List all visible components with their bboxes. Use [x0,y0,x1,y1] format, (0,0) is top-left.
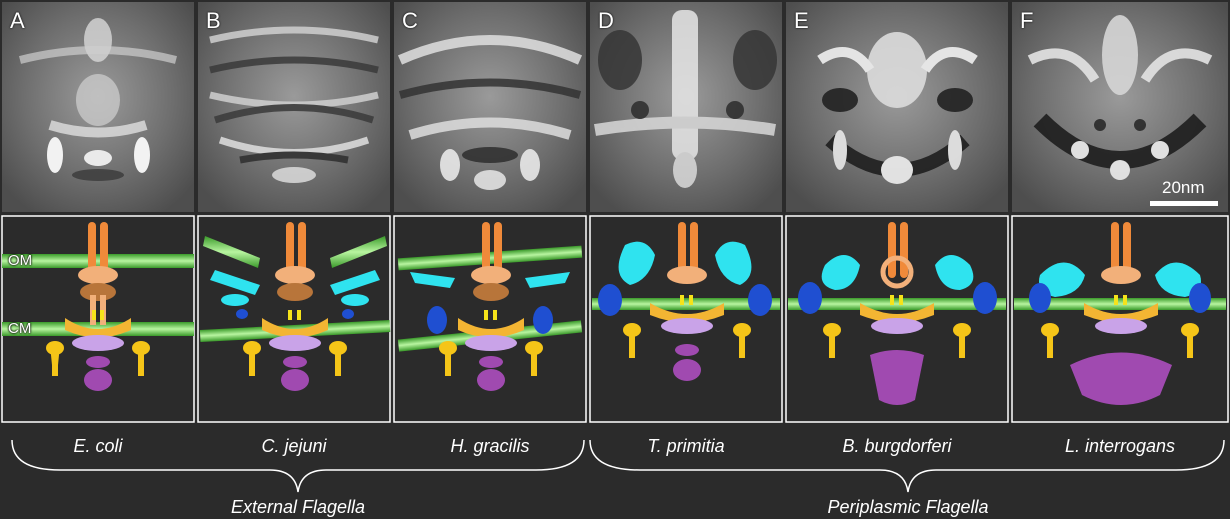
species-label-d: T. primitia [606,436,766,457]
panel-label-f: F [1020,8,1033,34]
panel-label-b: B [206,8,221,34]
schematic-row [2,216,1228,422]
species-label-a: E. coli [18,436,178,457]
scale-bar-label: 20nm [1162,178,1205,198]
cytoplasmic-membrane-label: CM [8,320,31,337]
schematic-panel-a [2,216,194,422]
species-label-e: B. burgdorferi [817,436,977,457]
em-row [2,2,1228,212]
panel-label-c: C [402,8,418,34]
panel-label-a: A [10,8,25,34]
species-label-f: L. interrogans [1040,436,1200,457]
periplasmic-flagella-label: Periplasmic Flagella [788,497,1028,518]
panel-label-e: E [794,8,809,34]
external-flagella-label: External Flagella [178,497,418,518]
species-label-b: C. jejuni [214,436,374,457]
panel-label-d: D [598,8,614,34]
species-label-c: H. gracilis [410,436,570,457]
scale-bar [1150,201,1218,206]
outer-membrane-label: OM [8,252,32,269]
